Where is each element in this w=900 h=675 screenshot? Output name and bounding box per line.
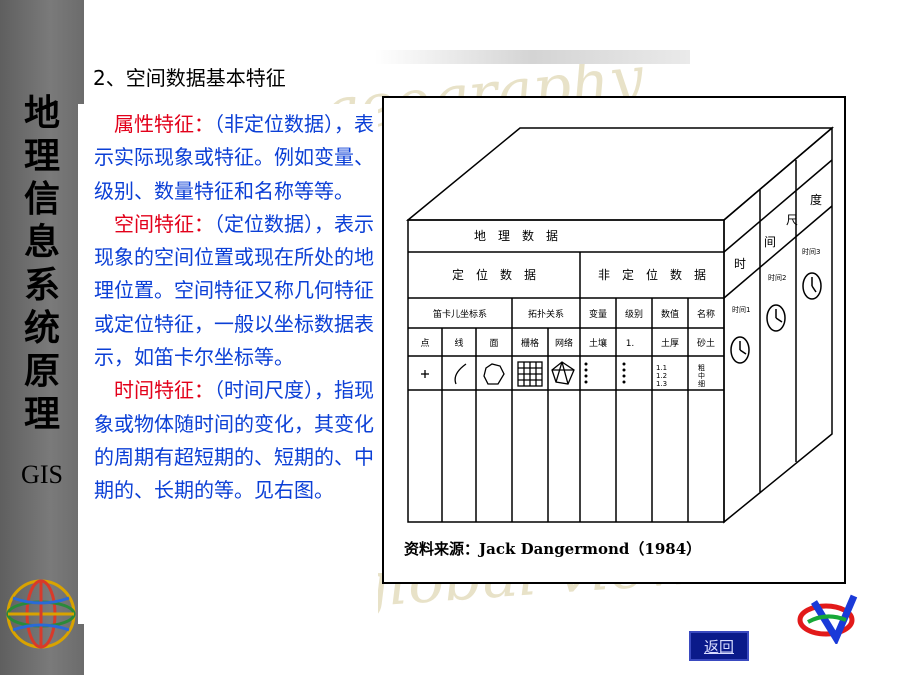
cube-right-face (723, 126, 833, 524)
type-network: 网络 (555, 337, 573, 349)
spatial-paragraph: 空间特征：（定位数据），表示现象的空间位置或现在所处的地理位置。空间特征又称几何… (78, 208, 374, 374)
type-line: 线 (454, 337, 463, 349)
gis-label: GIS (21, 460, 63, 489)
numeric-value: 1.2 (656, 372, 667, 380)
back-button[interactable]: 返回 (688, 630, 750, 662)
level-header: 级别 (625, 308, 643, 320)
globe-icon (6, 579, 76, 649)
type-raster: 栅格 (521, 337, 539, 349)
cube-front-face (407, 219, 725, 523)
type-area: 面 (489, 338, 498, 349)
title-char: 息 (23, 222, 60, 263)
heading-decoration (375, 50, 690, 64)
type-soil: 土壤 (589, 337, 607, 349)
course-title: 地 理 信 息 系 统 原 理 (0, 92, 84, 436)
type-thickness: 土厚 (661, 337, 679, 349)
time-scale-char: 尺 (786, 213, 798, 227)
positional-header: 定 位 数 据 (452, 267, 536, 282)
non-positional-header: 非 定 位 数 据 (598, 267, 706, 282)
title-char: 系 (23, 265, 60, 306)
value-header: 数值 (661, 308, 679, 320)
time-scale-char: 度 (810, 192, 822, 207)
time-scale-char: 时 (734, 257, 746, 271)
attribute-label: 属性特征： (114, 112, 214, 136)
title-char: 统 (23, 308, 60, 349)
attribute-body: （非定位数据），表示实际现象或特征。例如变量、级别、数量特征和名称等等。 (94, 112, 374, 203)
top-header: 地 理 数 据 (474, 228, 558, 243)
cube-top-face (405, 127, 835, 221)
time-scale-char: 间 (764, 235, 776, 249)
title-char: 信 (23, 179, 60, 220)
attribute-paragraph: 属性特征：（非定位数据），表示实际现象或特征。例如变量、级别、数量特征和名称等等… (78, 108, 374, 208)
name-value: 细 (698, 379, 705, 388)
name-value: 粗 (698, 363, 705, 372)
type-sand: 砂土 (697, 337, 715, 349)
sidebar: 地 理 信 息 系 统 原 理 GIS (0, 0, 84, 675)
logo-icon (797, 594, 858, 644)
title-char: 原 (23, 351, 60, 392)
geodata-cube-figure: 地 理 数 据 定 位 数 据 非 定 位 数 据 笛卡儿坐标系 拓扑关系 变量… (382, 96, 846, 584)
temporal-paragraph: 时间特征：（时间尺度），指现象或物体随时间的变化，其变化的周期有超短期的、短期的… (78, 374, 374, 507)
spatial-label: 空间特征： (114, 211, 214, 236)
type-level: 1. (626, 339, 635, 349)
name-value: 中 (698, 371, 705, 380)
network-symbol (551, 361, 575, 385)
text-panel: 属性特征：（非定位数据），表示实际现象或特征。例如变量、级别、数量特征和名称等等… (78, 104, 378, 624)
geodata-cube-diagram: 地 理 数 据 定 位 数 据 非 定 位 数 据 笛卡儿坐标系 拓扑关系 变量… (405, 126, 835, 524)
temporal-label: 时间特征： (114, 378, 214, 403)
title-char: 理 (23, 394, 60, 435)
spatial-body: （定位数据），表示现象的空间位置或现在所处的地理位置。空间特征又称几何特征或定位… (94, 211, 374, 370)
cartesian-header: 笛卡儿坐标系 (433, 308, 487, 320)
numeric-value: 1.3 (656, 380, 667, 388)
time-label: 时间2 (768, 273, 786, 282)
title-char: 理 (23, 136, 60, 177)
title-char: 地 (23, 93, 60, 134)
area-symbol (483, 363, 505, 385)
temporal-body: （时间尺度），指现象或物体随时间的变化，其变化的周期有超短期的、短期的、中期的、… (94, 378, 374, 503)
topology-header: 拓扑关系 (528, 308, 564, 320)
variable-header: 变量 (589, 308, 607, 320)
figure-caption: 资料来源：Jack Dangermond（1984） (404, 540, 702, 558)
page-title: 2、空间数据基本特征 (93, 66, 286, 90)
line-symbol (454, 363, 467, 385)
numeric-value: 1.1 (656, 364, 667, 372)
time-label: 时间3 (802, 247, 820, 256)
time-label: 时间1 (732, 305, 750, 314)
type-point: 点 (420, 338, 429, 349)
name-header: 名称 (697, 308, 715, 320)
